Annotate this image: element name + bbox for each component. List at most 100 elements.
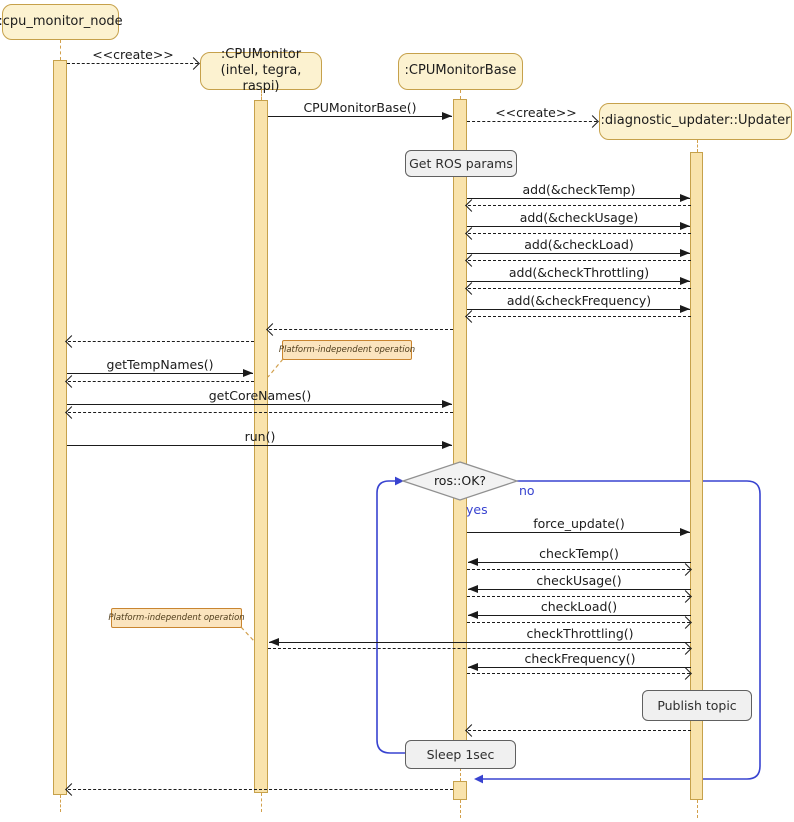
message-label-add-checkusage: add(&checkUsage) — [519, 210, 639, 225]
note-sleep-1sec: Sleep 1sec — [405, 740, 516, 769]
arrowhead-checkusage — [468, 585, 478, 593]
message-label-checktemp: checkTemp() — [539, 546, 619, 561]
participant-label: :CPUMonitorBase — [404, 63, 517, 79]
message-label-run: run() — [244, 429, 276, 444]
lifeline-cpu-monitor-node — [59, 795, 61, 812]
message-label-gettempnames: getTempNames() — [106, 357, 214, 372]
message-line-return — [467, 673, 690, 674]
message-line-run — [67, 445, 452, 446]
arrowhead-add-checkusage — [680, 222, 690, 230]
message-line-add-checktemp — [467, 198, 690, 199]
arrowhead-add-checkthrottling — [680, 277, 690, 285]
lifeline-cpu-monitor — [260, 90, 262, 100]
note-platform-note-2: Platform-independent operation — [108, 608, 245, 628]
message-line-return — [468, 205, 691, 206]
loop-exit-edge — [483, 480, 761, 780]
message-label-create: <<create>> — [92, 47, 174, 62]
message-line-return — [467, 622, 690, 623]
message-line-create — [67, 63, 198, 64]
message-label-getcorenames: getCoreNames() — [208, 388, 312, 403]
arrowhead-force-update — [680, 528, 690, 536]
participant-diagnostic-updater: :diagnostic_updater::Updater — [599, 103, 792, 140]
arrowhead-run — [442, 441, 452, 449]
message-label-force-update: force_update() — [533, 516, 625, 531]
activation-diagnostic-updater — [690, 152, 703, 800]
message-line-return — [468, 730, 691, 731]
participant-cpu-monitor-node: :cpu_monitor_node — [0, 4, 123, 40]
message-line-return — [467, 569, 690, 570]
lifeline-cpu-monitor-node — [59, 40, 61, 60]
participant-label: :diagnostic_updater::Updater — [600, 113, 791, 129]
message-label-add-checkthrottling: add(&checkThrottling) — [508, 265, 650, 280]
message-line-add-checkload — [467, 253, 690, 254]
participant-label: (intel, tegra, raspi) — [220, 62, 302, 95]
loop-back-edge — [376, 480, 405, 754]
message-line-return — [468, 288, 691, 289]
lifeline-diagnostic-updater — [696, 800, 698, 818]
arrowhead-cpumonitorbase — [442, 112, 452, 120]
loop-exit-arrowhead — [474, 774, 483, 784]
message-line-return — [269, 329, 453, 330]
lifeline-diagnostic-updater — [696, 140, 698, 152]
message-line-cpumonitorbase — [268, 116, 452, 117]
note-connector-1 — [267, 358, 284, 378]
message-line-checkfrequency — [468, 667, 691, 668]
message-line-add-checkthrottling — [467, 281, 690, 282]
note-publish-topic: Publish topic — [642, 690, 752, 721]
message-line-return — [268, 648, 690, 649]
message-label-checkusage: checkUsage() — [536, 573, 622, 588]
message-label-add-checkload: add(&checkLoad) — [524, 237, 634, 252]
arrowhead-add-checkfrequency — [680, 305, 690, 313]
message-line-checkusage — [468, 589, 691, 590]
lifeline-cpu-monitor — [260, 793, 262, 812]
message-line-return — [68, 789, 453, 790]
activation-cpu-monitor — [254, 100, 268, 793]
message-label-checkfrequency: checkFrequency() — [524, 651, 636, 666]
arrowhead-checkthrottling — [269, 638, 279, 646]
message-label-checkload: checkLoad() — [540, 599, 618, 614]
condition-diamond — [400, 461, 520, 501]
note-get-ros-params: Get ROS params — [405, 150, 517, 177]
message-line-return — [68, 341, 254, 342]
loop-back-arrowhead — [395, 476, 404, 486]
activation-cpu-monitor-base — [453, 781, 467, 800]
arrowhead-gettempnames — [243, 369, 253, 377]
message-line-return — [468, 316, 691, 317]
message-label-create: <<create>> — [495, 105, 577, 120]
message-line-add-checkusage — [467, 226, 690, 227]
branch-no-label: no — [519, 483, 535, 498]
arrowhead-add-checkload — [680, 249, 690, 257]
message-line-return — [468, 233, 691, 234]
message-line-gettempnames — [67, 373, 253, 374]
activation-cpu-monitor-node — [53, 60, 67, 795]
arrowhead-checktemp — [468, 558, 478, 566]
message-line-checkload — [468, 615, 691, 616]
lifeline-cpu-monitor-base — [459, 90, 461, 99]
message-line-checkthrottling — [269, 642, 691, 643]
message-label-checkthrottling: checkThrottling() — [526, 626, 634, 641]
arrowhead-checkfrequency — [468, 663, 478, 671]
note-platform-note-1: Platform-independent operation — [279, 340, 415, 360]
note-connector-2 — [240, 626, 255, 642]
message-line-return — [68, 381, 254, 382]
lifeline-cpu-monitor-base — [459, 800, 461, 818]
participant-cpu-monitor: :CPUMonitor(intel, tegra, raspi) — [200, 47, 322, 94]
message-line-return — [68, 412, 453, 413]
participant-label: :CPUMonitor — [220, 46, 302, 62]
arrowhead-add-checktemp — [680, 194, 690, 202]
message-line-getcorenames — [67, 404, 452, 405]
arrowhead-getcorenames — [442, 400, 452, 408]
message-label-cpumonitorbase: CPUMonitorBase() — [303, 100, 417, 115]
message-label-add-checktemp: add(&checkTemp) — [522, 182, 636, 197]
message-label-add-checkfrequency: add(&checkFrequency) — [506, 293, 652, 308]
branch-yes-label: yes — [466, 502, 488, 517]
participant-cpu-monitor-base: :CPUMonitorBase — [398, 53, 523, 90]
message-line-add-checkfrequency — [467, 309, 690, 310]
message-line-return — [467, 596, 690, 597]
message-line-create — [467, 121, 597, 122]
arrowhead-checkload — [468, 611, 478, 619]
message-line-force-update — [467, 532, 690, 533]
